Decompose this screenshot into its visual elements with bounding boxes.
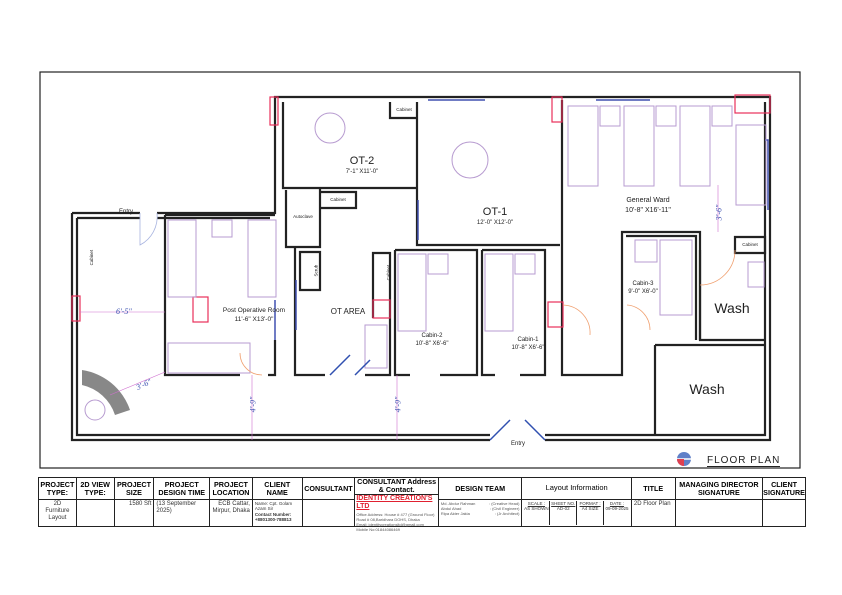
dimension-label: 4'-9" bbox=[248, 396, 258, 413]
title-header: TITLE bbox=[631, 478, 675, 500]
room-ot2-name: OT-2 bbox=[349, 155, 375, 167]
columns bbox=[71, 94, 771, 328]
dimension-label: 4'-9" bbox=[393, 396, 403, 413]
room-ot1-name: OT-1 bbox=[482, 206, 508, 218]
project-size-value: 1580 Sft bbox=[129, 501, 152, 507]
cabinet-label: Cabinet bbox=[742, 242, 758, 247]
scrub-label: Scrub bbox=[313, 264, 319, 277]
consultant-address-line: Mobile No:01844086469 bbox=[356, 526, 400, 532]
room-cabin2-size: 10'-8" X6'-6" bbox=[415, 341, 449, 347]
cabinet-label: Cabinet bbox=[330, 197, 346, 202]
consultant-address-line: Office Address: House # 477 (Ground Floo… bbox=[356, 511, 435, 517]
floor-plan-logo bbox=[677, 452, 691, 466]
format-label: FORMAT : bbox=[579, 501, 601, 506]
project-size-header: PROJECT SIZE bbox=[114, 478, 154, 500]
windows bbox=[274, 99, 769, 340]
room-cabin2-name: Cabin-2 bbox=[421, 333, 443, 339]
team-member-name: Ripa Akter Jakia bbox=[440, 511, 470, 516]
consultant-address-line: Road # 08,Baridhara DOHS, Dhaka bbox=[356, 516, 420, 522]
drawing-border bbox=[39, 71, 801, 469]
sheet-title: FLOOR PLAN bbox=[707, 455, 781, 467]
team-member-name: Md. Abdur Rahman bbox=[440, 501, 476, 506]
team-member-role: : (Jr Architect) bbox=[494, 511, 520, 516]
client-name: Name: Cpt. Golam Azam Sir bbox=[254, 501, 293, 512]
consultant-value bbox=[303, 500, 355, 526]
room-ot2-size: 7'-1" X11'-0" bbox=[345, 169, 379, 175]
scale-label: SCALE : bbox=[527, 501, 546, 506]
client-contact-label: Contact Number: bbox=[254, 511, 292, 517]
room-ot1-size: 12'-0" X12'-0" bbox=[476, 220, 514, 226]
doors bbox=[239, 249, 736, 376]
entry-top-label: Entry bbox=[118, 209, 134, 215]
client-signature-header: CLIENT SIGNATURE bbox=[763, 478, 805, 500]
furniture bbox=[167, 105, 767, 374]
md-signature-field bbox=[676, 500, 763, 526]
view-type-value bbox=[77, 500, 114, 526]
title-value: 2D Floor Plan bbox=[633, 501, 671, 507]
sheet-value: AD-02 bbox=[556, 506, 570, 512]
design-time-value: (13 September 2025) bbox=[156, 501, 197, 515]
room-wash-upper: Wash bbox=[714, 300, 750, 316]
client-header: CLIENT NAME bbox=[252, 478, 302, 500]
client-signature-field bbox=[763, 500, 805, 526]
view-type-header: 2D VIEW TYPE: bbox=[76, 478, 114, 500]
cabinet-label: Cabinet bbox=[386, 264, 392, 281]
room-post-op-name: Post Operative Room bbox=[222, 307, 286, 314]
location-value: ECB Cattar, Mirpur, Dhaka bbox=[212, 501, 250, 515]
team-member-role: : (Creative Head) bbox=[488, 501, 520, 506]
consultant-header: CONSULTANT bbox=[302, 478, 355, 500]
room-post-op-size: 11'-6" X13'-0" bbox=[234, 316, 274, 323]
autoclave-label: Autoclave bbox=[293, 214, 313, 219]
dimension-label: 6'-5" bbox=[116, 307, 132, 316]
location-header: PROJECT LOCATION bbox=[210, 478, 252, 500]
project-type-value: 2D Furniture Layout bbox=[45, 501, 70, 522]
room-cabin3-size: 9'-0" X6'-0" bbox=[628, 289, 658, 295]
room-cabin3-name: Cabin-3 bbox=[632, 281, 654, 287]
room-cabin1-name: Cabin-1 bbox=[517, 337, 539, 343]
room-general-ward-name: General Ward bbox=[626, 197, 670, 204]
date-value: 09-09-2025 bbox=[605, 506, 629, 512]
date-label: DATE : bbox=[609, 501, 625, 506]
room-ot-area-name: OT AREA bbox=[330, 307, 366, 316]
cabinet-label: Cabinet bbox=[396, 107, 412, 112]
dimension-lines bbox=[80, 185, 719, 440]
format-value: A4 SIZE bbox=[581, 506, 599, 512]
md-signature-header: MANAGING DIRECTOR SIGNATURE bbox=[675, 478, 763, 500]
client-contact: +8801300-788813 bbox=[254, 517, 292, 523]
consultant-company: IDENTITY CREATION'S LTD bbox=[356, 494, 433, 511]
entry-door-top bbox=[139, 212, 158, 246]
project-type-header: PROJECT TYPE: bbox=[39, 478, 76, 500]
entry-bottom-label: Entry bbox=[510, 441, 526, 447]
room-general-ward-size: 10'-8" X16'-11" bbox=[625, 207, 671, 214]
scale-value: AS SHOWN bbox=[524, 506, 549, 512]
team-member-role: : (Civil Engineer) bbox=[489, 506, 520, 511]
design-time-header: PROJECT DESIGN TIME bbox=[154, 478, 210, 500]
dimension-label: 3'-6" bbox=[714, 204, 724, 221]
consultant-address-header: CONSULTANT Address & Contact. bbox=[355, 477, 438, 495]
layout-info-header: Layout Information bbox=[522, 478, 631, 500]
team-member-name: Abdul Ahad bbox=[440, 506, 462, 511]
room-cabin1-size: 10'-8" X6'-6" bbox=[511, 345, 545, 351]
reception-desk bbox=[82, 370, 130, 415]
chair bbox=[84, 399, 106, 421]
title-block: PROJECT TYPE:2D Furniture Layout 2D VIEW… bbox=[38, 477, 806, 532]
entry-door-bottom bbox=[329, 354, 546, 441]
room-wash-lower: Wash bbox=[689, 381, 725, 397]
design-team-header: DESIGN TEAM bbox=[438, 478, 522, 500]
cabinet-label: Cabinet bbox=[89, 249, 95, 266]
consultant-address-line: Email: identitycreationsltd@gmail.com bbox=[356, 521, 424, 527]
walls bbox=[70, 95, 772, 442]
sheet-label: SHEET NO. bbox=[551, 501, 576, 506]
